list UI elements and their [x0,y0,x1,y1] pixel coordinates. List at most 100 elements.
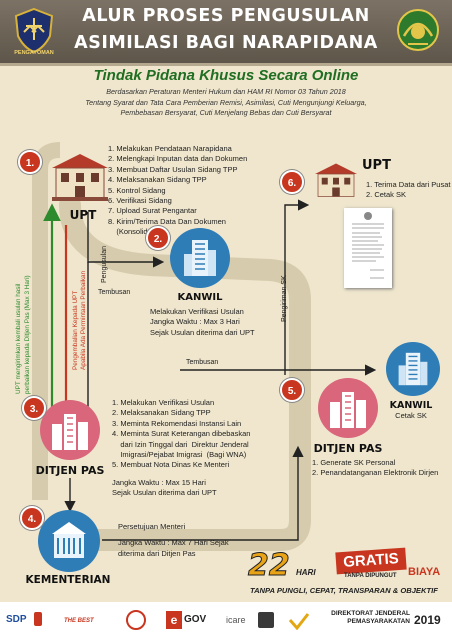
office-tower-icon [184,240,216,276]
footer-logo-egov: GOV [184,614,207,625]
kanwil-final-circle [386,342,440,396]
ditjen-time-line: Jangka Waktu : Max 15 Hari [112,478,206,487]
label-revise-1: Pengembalian Kepada UPT [72,290,79,370]
emblem-logo-icon [397,9,439,51]
title-line-1: ALUR PROSES PENGUSULAN [82,6,370,26]
upt-step: 1. Melakukan Pendataan Narapidana [108,144,232,153]
header-banner: PENGAYOMAN ALUR PROSES PENGUSULAN ASIMIL… [0,0,452,66]
office-tower-icon [398,352,428,386]
kementerian-label: KEMENTERIAN [25,574,111,586]
footer-logo-check-icon [288,612,310,631]
upt-final-building [312,160,360,200]
label-tembusan-1: Tembusan [98,289,131,296]
ditjen-step: 3. Meminta Rekomendasi Instansi Lain [112,418,242,428]
kementerian-line: Jangka Waktu : Max 7 Hari Sejak [118,538,229,548]
logo-left-caption: PENGAYOMAN [14,50,54,56]
kanwil-line: Jangka Waktu : Max 3 Hari [150,317,240,327]
step-badge-4: 4. [20,506,44,530]
ditjen-label: DITJEN PAS [35,464,105,477]
upt-building [48,150,112,202]
kementerian-line: diterima dari Ditjen Pas [118,548,196,558]
upt-final-label: UPT [362,158,391,173]
kanwil-final-caption: Cetak SK [395,411,427,420]
step-badge-3: 3. [22,396,46,420]
step-badge-6: 6. [280,170,304,194]
shield-logo-icon [14,7,54,54]
upt-final-step: 1. Terima Data dari Pusat [366,180,451,189]
upt-step: 5. Kontrol Sidang [108,185,166,195]
label-revise-2: Apabila Ada Permintaan Perbaikan [80,270,87,370]
upt-step: 6. Verifikasi Sidang [108,196,172,206]
building-icon [52,154,108,201]
footer-org: DIREKTORAT JENDERAL PEMASYARAKATAN [330,610,410,626]
office-tower-icon [52,522,86,558]
upt-final-steps: 1. Terima Data dari Pusat 2. Cetak SK [366,180,452,201]
ditjen-step: 4. Meminta Surat Keterangan dibebaskan [112,429,251,439]
ditjen-final-step: 2. Penandatanganan Elektronik Dirjen [312,468,439,478]
footer-bar: SDP THE BEST e GOV icare DIREKTORAT JEND… [0,602,452,640]
road-band-left [32,142,61,500]
ditjen-step: dari Izin Tinggal dari Direktur Jenderal [112,439,249,449]
ditjen-final-label: DITJEN PAS [313,442,383,455]
upt-step: 4. Melaksanakan Sidang TPP [108,175,207,185]
label-return-1: UPT mengirimkan kembali usulan hasil [15,283,22,394]
step-badge-2: 2. [146,226,170,250]
arrow-ditjenfinal-upt [284,199,310,375]
upt-final-step: 2. Cetak SK [366,190,407,200]
title-line-2: ASIMILASI BAGI NARAPIDANA [74,33,378,53]
kementerian-line: Persetujuan Menteri [118,522,186,531]
footer-logo-e-icon: e [166,611,182,629]
step-badge-5: 5. [280,378,304,402]
subtitle: Tindak Pidana Khusus Secara Online [93,67,359,84]
footer-logo-sdp: SDP [6,614,27,625]
footer-year: 2019 [414,613,441,627]
upt-step: 8. Kirim/Terima Data Dan Dokumen [108,216,226,226]
upt-step: (Konsolidasi) [108,227,160,237]
kanwil-line: Melakukan Verifikasi Usulan [150,307,244,316]
kementerian-description: Persetujuan Menteri Jangka Waktu : Max 7… [118,522,288,559]
ditjen-step: 1. Melakukan Verifikasi Usulan [112,398,215,407]
kanwil-circle [170,228,230,288]
basis-line-3: Pembebasan Bersyarat, Cuti Menjelang Beb… [120,108,332,117]
basis-line-1: Berdasarkan Peraturan Menteri Hukum dan … [106,87,346,96]
kementerian-circle [38,510,100,572]
kanwil-label: KANWIL [177,292,223,303]
upt-label: UPT [69,208,97,222]
upt-step: 3. Membuat Daftar Usulan Sidang TPP [108,164,238,174]
building-icon [315,163,357,197]
promo-biaya: BIAYA [408,566,441,578]
document-icon [344,208,392,288]
kanwil-final-label: KANWIL [389,400,433,411]
ditjen-step: 2. Melaksanakan Sidang TPP [112,408,211,418]
ditjen-final-step: 1. Generate SK Personal [312,458,396,467]
legal-basis: Berdasarkan Peraturan Menteri Hukum dan … [70,87,382,119]
kanwil-description: Melakukan Verifikasi Usulan Jangka Waktu… [150,307,290,338]
ditjen-circle [40,400,100,460]
ditjen-steps-list: 1. Melakukan Verifikasi Usulan 2. Melaks… [112,398,292,471]
upt-step: 2. Melengkapi Inputan data dan Dokumen [108,154,248,164]
ditjen-time-line: Sejak Usulan diterima dari UPT [112,488,217,498]
sk-document-preview [352,212,384,279]
label-pengiriman-sk: Pengiriman SK [281,275,288,322]
upt-step: 7. Upload Surat Pengantar [108,206,197,216]
promo-tagline: TANPA PUNGLI, CEPAT, TRANSPARAN & OBJEKT… [250,586,438,595]
promo-tanpa-dipungut: TANPA DIPUNGUT [344,573,397,579]
footer-logo-best: THE BEST [64,618,94,624]
arrow-kementerian-ditjenfinal [102,445,304,541]
office-tower-icon [52,414,88,450]
footer-logo-icare: icare [226,615,246,625]
footer-org-line-2: PEMASYARAKATAN [347,618,410,625]
office-tower-icon [330,392,366,428]
label-return-2: perbaikan kepada Ditjen Pas (Max 3 Hari) [24,275,31,394]
ditjen-time: Jangka Waktu : Max 15 Hari Sejak Usulan … [112,478,282,499]
upt-steps-list: 1. Melakukan Pendataan Narapidana 2. Mel… [108,144,283,238]
footer-logo-ring-icon [126,610,146,630]
ditjen-step: Imigrasi/Pejabat Imigrasi (Bagi WNA) [112,450,247,460]
footer-logo-square-icon [258,612,274,628]
ditjen-final-circle [318,378,378,438]
step-badge-1: 1. [18,150,42,174]
road-band [59,194,311,551]
basis-line-2: Tentang Syarat dan Tata Cara Pemberian R… [85,97,367,107]
kanwil-line: Sejak Usulan diterima dari UPT [150,327,255,337]
